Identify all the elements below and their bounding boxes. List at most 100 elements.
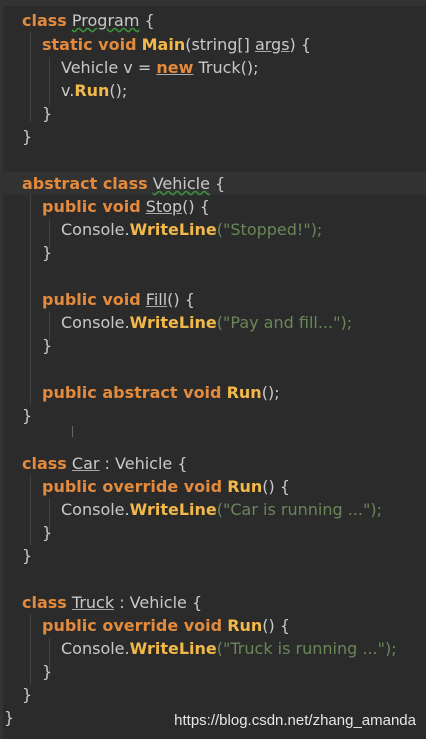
indent-guide (49, 57, 50, 107)
code-line[interactable]: static void Main(string[] args) { (42, 33, 311, 56)
editor-top-strip (0, 0, 426, 6)
code-line[interactable]: public void Fill() { (42, 288, 195, 311)
method-name: Stop (145, 197, 183, 216)
method-name: Run (227, 477, 263, 496)
brace: } (22, 685, 33, 704)
string-literal: ("Pay and fill..."); (216, 313, 353, 332)
code-line[interactable]: public void Stop() { (42, 195, 210, 218)
params: (); (261, 383, 280, 402)
code-line[interactable]: v.Run(); (61, 79, 127, 102)
brace: } (4, 708, 15, 727)
keyword: abstract class (22, 174, 148, 193)
code-line[interactable]: public override void Run() { (42, 475, 290, 498)
class-ref: Console. (61, 313, 130, 332)
class-ref: Console. (61, 220, 130, 239)
indent-guide (49, 638, 50, 676)
code-line[interactable]: class Car : Vehicle { (22, 452, 188, 475)
brace: } (42, 104, 53, 123)
indent-guide (30, 195, 31, 405)
code-line[interactable]: class Program { (22, 9, 155, 32)
params: () { (167, 290, 195, 309)
code-line[interactable]: abstract class Vehicle { (22, 172, 225, 195)
brace: } (22, 406, 33, 425)
string-literal: ("Stopped!"); (216, 220, 323, 239)
keyword: class (22, 593, 67, 612)
code-line[interactable]: Vehicle v = new Truck(); (61, 56, 259, 79)
code-line[interactable]: public abstract void Run(); (42, 381, 280, 404)
object-ref: v. (61, 81, 75, 100)
code-line[interactable]: Console.WriteLine("Stopped!"); (61, 218, 322, 241)
code-line[interactable]: public override void Run() { (42, 614, 290, 637)
method-name: Run (226, 383, 262, 402)
brace: } (22, 127, 33, 146)
keyword: public override void (42, 616, 223, 635)
class-name: Car (71, 454, 100, 473)
class-name: Truck (71, 593, 115, 612)
code-line[interactable]: } (42, 102, 52, 125)
params: () { (182, 197, 210, 216)
indent-guide (49, 498, 50, 536)
class-ref: Console. (61, 500, 130, 519)
brace: } (22, 546, 33, 565)
base-class: : Vehicle { (114, 593, 203, 612)
editor-gutter (0, 0, 3, 739)
brace: { (139, 11, 155, 30)
brace: } (42, 662, 53, 681)
class-ref: Console. (61, 639, 130, 658)
method-call: Run (74, 81, 110, 100)
class-name: Vehicle (152, 174, 210, 193)
base-class: : Vehicle { (99, 454, 188, 473)
brace: } (42, 243, 53, 262)
code-line[interactable]: } (22, 125, 32, 148)
code-line[interactable]: Console.WriteLine("Pay and fill..."); (61, 311, 352, 334)
call-args: (); (109, 81, 128, 100)
brace: } (42, 336, 53, 355)
code-line[interactable]: } (22, 404, 32, 427)
keyword: public override void (42, 477, 223, 496)
class-name: Program (71, 11, 140, 30)
indent-guide (49, 312, 50, 342)
keyword: class (22, 454, 67, 473)
method-call: WriteLine (129, 639, 217, 658)
keyword: static void (42, 35, 137, 54)
code-line[interactable]: } (42, 241, 52, 264)
indent-guide (30, 475, 31, 545)
code-line[interactable]: } (22, 544, 32, 567)
params: (string[] (185, 35, 255, 54)
keyword: new (156, 58, 194, 77)
code-line[interactable]: } (42, 521, 52, 544)
watermark: https://blog.csdn.net/zhang_amanda (174, 712, 416, 729)
keyword: public abstract void (42, 383, 222, 402)
method-call: WriteLine (129, 500, 217, 519)
code-line[interactable]: } (4, 706, 14, 729)
indent-guide (30, 614, 31, 684)
params-close: ) { (289, 35, 312, 54)
brace: { (209, 174, 226, 193)
method-call: WriteLine (129, 313, 217, 332)
keyword: public void (42, 290, 141, 309)
code-line[interactable]: } (42, 660, 52, 683)
method-name: Fill (145, 290, 168, 309)
code-line[interactable]: } (42, 334, 52, 357)
brace: } (42, 523, 53, 542)
current-line-highlight (0, 172, 426, 195)
method-call: WriteLine (129, 220, 217, 239)
keyword: class (22, 11, 67, 30)
string-literal: ("Car is running ..."); (216, 500, 382, 519)
string-literal: ("Truck is running ..."); (216, 639, 397, 658)
code-line[interactable]: Console.WriteLine("Truck is running ..."… (61, 637, 397, 660)
constructor-call: Truck(); (193, 58, 259, 77)
method-name: Run (227, 616, 263, 635)
declaration: Vehicle v = (61, 58, 157, 77)
code-line[interactable]: } (22, 683, 32, 706)
params: () { (262, 616, 291, 635)
param-name: args (254, 35, 290, 54)
params: () { (262, 477, 291, 496)
code-line[interactable]: class Truck : Vehicle { (22, 591, 202, 614)
method-name: Main (141, 35, 186, 54)
text-cursor (72, 426, 73, 437)
code-line[interactable]: Console.WriteLine("Car is running ..."); (61, 498, 382, 521)
keyword: public void (42, 197, 141, 216)
indent-guide (49, 219, 50, 249)
